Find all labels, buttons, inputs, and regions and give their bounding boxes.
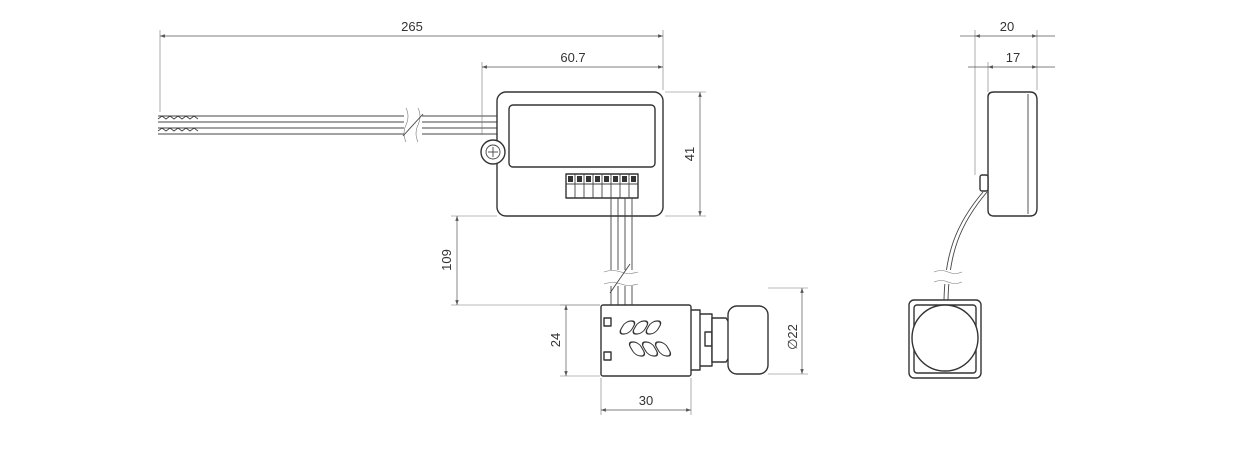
stripped-wire-ends	[157, 115, 199, 132]
dim-sensor-height: 24	[548, 304, 600, 377]
vent-slots-lower	[628, 341, 672, 357]
dim-side-body-depth-label: 17	[1006, 50, 1020, 65]
dim-lens-diameter-label: ∅22	[785, 324, 800, 350]
dim-side-total-depth: 20	[960, 19, 1055, 175]
dim-cable-length: 265	[159, 19, 664, 112]
dim-cable-length-label: 265	[401, 19, 423, 34]
side-cable	[933, 191, 988, 301]
front-view	[157, 91, 769, 377]
control-box	[480, 91, 664, 217]
dimensions: 265 60.7 41 109 24	[159, 19, 1055, 415]
cable-break-symbol	[402, 107, 424, 143]
dim-box-width-label: 60.7	[560, 50, 585, 65]
dim-cable-drop: 109	[439, 215, 600, 306]
input-cable	[157, 107, 500, 143]
side-view	[908, 91, 1038, 379]
dim-sensor-length: 30	[600, 378, 692, 415]
dim-side-body-depth: 17	[968, 50, 1055, 92]
side-control-box	[979, 91, 1038, 217]
dim-sensor-height-label: 24	[548, 333, 563, 347]
dim-lens-diameter: ∅22	[768, 287, 808, 375]
sensor-cable	[603, 198, 639, 305]
terminal-block	[565, 173, 639, 199]
side-sensor	[908, 299, 982, 379]
mounting-screw-icon	[480, 139, 506, 165]
dim-sensor-length-label: 30	[639, 393, 653, 408]
sensor-body	[600, 304, 769, 377]
dim-box-height-label: 41	[682, 147, 697, 161]
dim-box-width: 60.7	[481, 50, 663, 135]
dim-side-total-depth-label: 20	[1000, 19, 1014, 34]
vent-slots-upper	[619, 320, 662, 335]
dim-box-height: 41	[665, 91, 706, 217]
sensor-lens	[727, 305, 769, 375]
dim-cable-drop-label: 109	[439, 249, 454, 271]
sensor-cable-break-symbol	[603, 263, 639, 294]
